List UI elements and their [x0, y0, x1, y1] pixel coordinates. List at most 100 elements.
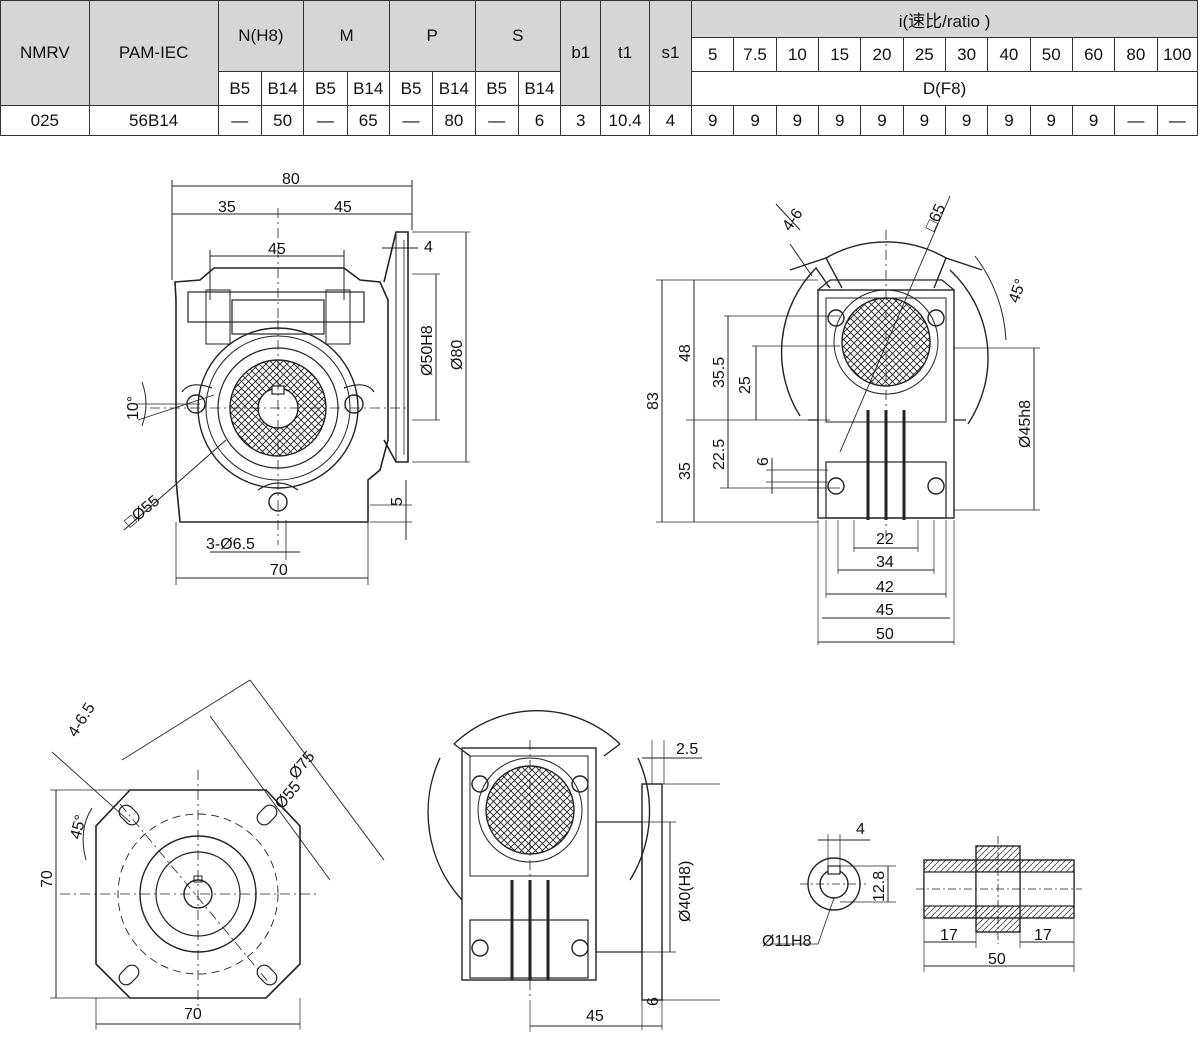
ratio-cell: 30: [944, 37, 989, 72]
cell-s1: 4: [648, 105, 693, 136]
dim-sq55: □Ø55: [122, 492, 164, 531]
header-nmrv: NMRV: [0, 0, 90, 106]
dim-50h8: Ø50H8: [419, 325, 436, 376]
dim-45-mid: 45: [268, 241, 286, 258]
header-s: S: [474, 0, 562, 72]
dim-70-v: 70: [39, 870, 56, 888]
dim-45deg: 45°: [1006, 277, 1030, 306]
cell-d: 9: [1029, 105, 1073, 136]
dim-4-shaft: 4: [856, 821, 865, 838]
sub-b14: B14: [260, 71, 305, 106]
dim-2-5: 2.5: [676, 741, 698, 758]
side-view: [656, 195, 1040, 645]
dim-35: 35: [218, 199, 236, 216]
cell-t1: 10.4: [600, 105, 650, 136]
cell-p-b5: —: [388, 105, 434, 136]
cell-d: 9: [987, 105, 1031, 136]
dim-35: 35: [677, 462, 694, 480]
cell-d: 9: [1071, 105, 1116, 136]
dim-70: 70: [270, 562, 288, 579]
dim-22: 22: [876, 531, 894, 548]
header-s1: s1: [648, 0, 693, 106]
rear-view: [427, 710, 720, 1032]
sub-b5: B5: [388, 71, 434, 106]
cell-p-b14: 80: [432, 105, 476, 136]
dim-4: 4: [424, 239, 433, 256]
cell-n-b14: 50: [260, 105, 305, 136]
sub-b14: B14: [346, 71, 390, 106]
sub-b14: B14: [432, 71, 476, 106]
dim-40h8: Ø40(H8): [677, 861, 694, 922]
dim-6: 6: [755, 457, 772, 466]
dim-48: 48: [677, 344, 694, 362]
dim-10deg: 10°: [125, 396, 142, 420]
ratio-cell: 20: [860, 37, 904, 72]
header-b1: b1: [560, 0, 602, 106]
dim-12-8: 12.8: [871, 871, 888, 902]
technical-drawing: 80 35 45 45 4 Ø50H8 Ø80 10° □Ø55 5 3-Ø6.…: [39, 171, 1082, 1032]
cell-s-b5: —: [474, 105, 519, 136]
sub-b5: B5: [474, 71, 519, 106]
cell-n-b5: —: [217, 105, 262, 136]
dim-11h8: Ø11H8: [762, 933, 812, 950]
cell-d: 9: [902, 105, 946, 136]
ratio-cell: 100: [1156, 37, 1199, 72]
cell-d: 9: [775, 105, 820, 136]
dim-50: 50: [876, 626, 894, 643]
cell-b1: 3: [560, 105, 602, 136]
dim-5: 5: [389, 497, 406, 506]
ratio-cell: 7.5: [733, 37, 777, 72]
cell-d: 9: [733, 105, 777, 136]
sub-b5: B5: [217, 71, 262, 106]
cell-d: 9: [944, 105, 989, 136]
spec-table: NMRV PAM-IEC N(H8) M P S b1 t1 s1 i(速比/r…: [0, 0, 1199, 136]
dim-35-5: 35.5: [711, 357, 728, 388]
dim-45h8: Ø45h8: [1017, 400, 1034, 448]
cell-d: —: [1156, 105, 1199, 136]
ratio-cell: 15: [818, 37, 862, 72]
cell-m-b14: 65: [346, 105, 390, 136]
dim-42: 42: [876, 579, 894, 596]
header-ratio: i(速比/ratio ): [691, 0, 1198, 38]
dim-17-right: 17: [1034, 927, 1052, 944]
dim-4-6-5: 4-6.5: [65, 700, 99, 740]
cell-d: 9: [860, 105, 904, 136]
dim-45-rear: 45: [586, 1008, 604, 1025]
dim-holes: 3-Ø6.5: [206, 536, 255, 553]
cell-nmrv: 025: [0, 105, 90, 136]
ratio-cell: 5: [691, 37, 735, 72]
dim-4-6: 4-6: [779, 206, 806, 235]
ratio-cell: 50: [1029, 37, 1073, 72]
dim-17-left: 17: [940, 927, 958, 944]
cell-s-b14: 6: [517, 105, 562, 136]
ratio-cell: 80: [1114, 37, 1158, 72]
header-m: M: [303, 0, 390, 72]
dim-45deg-flange: 45°: [67, 813, 90, 841]
d-label: D(F8): [691, 71, 1198, 106]
header-t1: t1: [600, 0, 650, 106]
header-p: P: [388, 0, 476, 72]
cell-d: —: [1114, 105, 1158, 136]
ratio-cell: 10: [775, 37, 820, 72]
shaft-view: [770, 834, 1082, 972]
dim-6-rear: 6: [645, 997, 662, 1006]
dim-d80: Ø80: [449, 340, 466, 370]
dim-45-top: 45: [334, 199, 352, 216]
sub-b14: B14: [517, 71, 562, 106]
dim-45: 45: [876, 602, 894, 619]
header-pam-iec: PAM-IEC: [88, 0, 219, 106]
sub-b5: B5: [303, 71, 348, 106]
cell-d: 9: [691, 105, 735, 136]
flange-view: [50, 679, 385, 1030]
dim-80: 80: [282, 171, 300, 188]
ratio-cell: 40: [987, 37, 1031, 72]
dim-34: 34: [876, 554, 894, 571]
header-n: N(H8): [217, 0, 305, 72]
dim-50-shaft: 50: [988, 951, 1006, 968]
dim-70-h: 70: [184, 1006, 202, 1023]
ratio-cell: 60: [1071, 37, 1116, 72]
ratio-cell: 25: [902, 37, 946, 72]
dim-83: 83: [645, 392, 662, 410]
dim-22-5: 22.5: [711, 439, 728, 470]
dim-25: 25: [737, 376, 754, 394]
